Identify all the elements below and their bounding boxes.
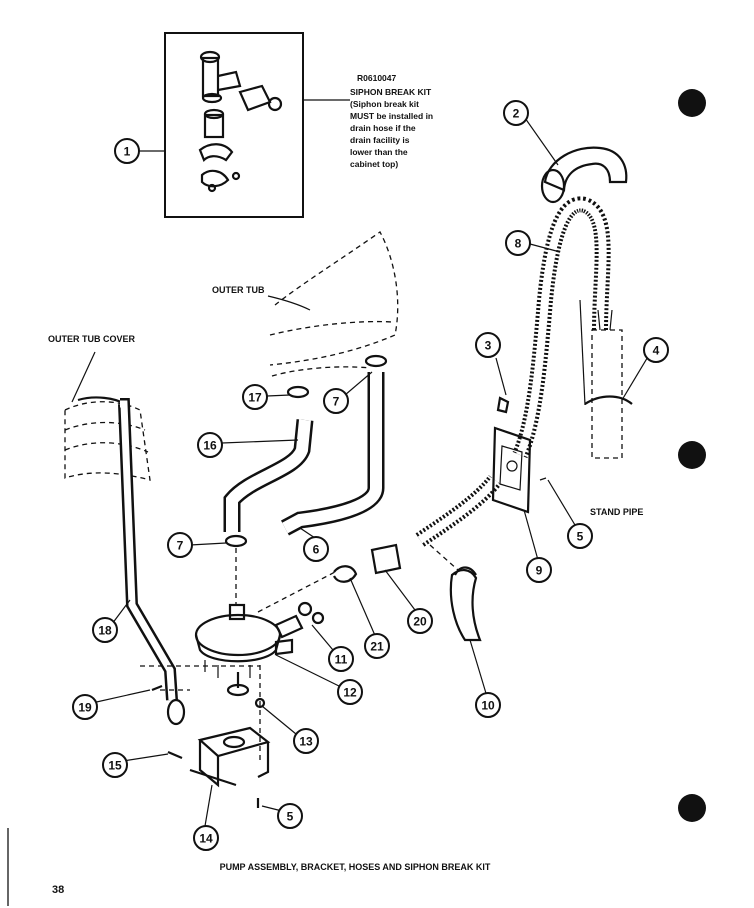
callout-5-stand-pipe: 5 bbox=[567, 523, 593, 549]
kit-line-1: SIPHON BREAK KIT bbox=[350, 87, 432, 97]
svg-text:14: 14 bbox=[199, 832, 213, 846]
pump-fitting-2 bbox=[311, 611, 325, 625]
siphon-break-kit-box: R0610047 SIPHON BREAK KIT (Siphon break … bbox=[164, 32, 433, 218]
svg-text:17: 17 bbox=[248, 391, 262, 405]
svg-text:21: 21 bbox=[370, 640, 384, 654]
callout-7-upper: 7 bbox=[323, 388, 349, 414]
svg-text:13: 13 bbox=[299, 735, 313, 749]
svg-text:7: 7 bbox=[333, 395, 340, 409]
callout-11: 11 bbox=[328, 646, 354, 672]
callout-8: 8 bbox=[505, 230, 531, 256]
kit-line-3: MUST be installed in bbox=[350, 111, 433, 121]
hose-hanger bbox=[449, 566, 482, 642]
svg-text:6: 6 bbox=[313, 543, 320, 557]
binder-hole-bottom bbox=[678, 794, 706, 822]
svg-text:9: 9 bbox=[536, 564, 543, 578]
tub-cover-hose bbox=[120, 400, 176, 701]
callout-6: 6 bbox=[303, 536, 329, 562]
page-number: 38 bbox=[52, 884, 64, 896]
siphon-plate bbox=[491, 426, 532, 514]
callout-16: 16 bbox=[197, 432, 223, 458]
kit-line-5: drain facility is bbox=[350, 135, 410, 145]
callout-7-lower: 7 bbox=[167, 532, 193, 558]
svg-text:2: 2 bbox=[513, 107, 520, 121]
callout-15: 15 bbox=[102, 752, 128, 778]
svg-text:10: 10 bbox=[481, 699, 495, 713]
leader-lines bbox=[91, 117, 653, 827]
kit-line-2: (Siphon break kit bbox=[350, 99, 419, 109]
svg-text:19: 19 bbox=[78, 701, 92, 715]
callout-20: 20 bbox=[407, 608, 433, 634]
pump-bracket bbox=[189, 726, 271, 788]
hose-clamp-top bbox=[364, 354, 388, 368]
siphon-kit-parts bbox=[198, 50, 283, 193]
label-outer-tub: OUTER TUB bbox=[212, 285, 265, 295]
svg-text:8: 8 bbox=[515, 237, 522, 251]
callout-2: 2 bbox=[503, 100, 529, 126]
binder-hole-top bbox=[678, 89, 706, 117]
bracket-screw bbox=[167, 750, 183, 760]
callout-18: 18 bbox=[92, 617, 118, 643]
svg-text:5: 5 bbox=[287, 810, 294, 824]
hose-coupling bbox=[370, 543, 402, 575]
kit-line-6: lower than the bbox=[350, 147, 408, 157]
kit-part-number: R0610047 bbox=[357, 73, 397, 83]
label-outer-tub-cover: OUTER TUB COVER bbox=[48, 334, 136, 344]
drain-hose bbox=[415, 196, 613, 547]
callout-12: 12 bbox=[337, 679, 363, 705]
stand-pipe bbox=[579, 299, 633, 459]
hose-clamp-left bbox=[286, 385, 310, 399]
callout-10: 10 bbox=[475, 692, 501, 718]
svg-text:20: 20 bbox=[413, 615, 427, 629]
pump-inlet-hose bbox=[226, 419, 311, 532]
hose-clip-19 bbox=[151, 684, 163, 692]
callout-14: 14 bbox=[193, 825, 219, 851]
kit-line-4: drain hose if the bbox=[350, 123, 416, 133]
kit-line-7: cabinet top) bbox=[350, 159, 398, 169]
svg-text:18: 18 bbox=[98, 624, 112, 638]
binder-hole-middle bbox=[678, 441, 706, 469]
callout-5-bracket: 5 bbox=[277, 803, 303, 829]
callout-19: 19 bbox=[72, 694, 98, 720]
label-stand-pipe: STAND PIPE bbox=[590, 507, 643, 517]
tub-drain-hose bbox=[282, 372, 382, 534]
svg-text:15: 15 bbox=[108, 759, 122, 773]
svg-text:4: 4 bbox=[653, 344, 660, 358]
hose-clamp-lower bbox=[224, 534, 248, 548]
pump-fitting bbox=[297, 601, 313, 617]
svg-text:5: 5 bbox=[577, 530, 584, 544]
svg-text:11: 11 bbox=[335, 653, 348, 667]
hose-clip bbox=[496, 396, 510, 414]
svg-text:7: 7 bbox=[177, 539, 184, 553]
siphon-elbow bbox=[540, 146, 628, 204]
callout-17: 17 bbox=[242, 384, 268, 410]
figure-caption: PUMP ASSEMBLY, BRACKET, HOSES AND SIPHON… bbox=[220, 862, 491, 872]
svg-text:3: 3 bbox=[485, 339, 492, 353]
svg-text:16: 16 bbox=[203, 439, 217, 453]
outer-tub-cover bbox=[64, 396, 151, 481]
callout-13: 13 bbox=[293, 728, 319, 754]
hose-clamp bbox=[333, 565, 358, 583]
svg-text:12: 12 bbox=[343, 686, 357, 700]
callout-3: 3 bbox=[475, 332, 501, 358]
callout-21: 21 bbox=[364, 633, 390, 659]
svg-text:1: 1 bbox=[124, 145, 131, 159]
callout-4: 4 bbox=[643, 337, 669, 363]
pump-assembly bbox=[194, 603, 304, 697]
mount-nut bbox=[254, 697, 266, 709]
callout-1: 1 bbox=[114, 138, 140, 164]
outer-tub bbox=[269, 231, 399, 377]
callout-9: 9 bbox=[526, 557, 552, 583]
